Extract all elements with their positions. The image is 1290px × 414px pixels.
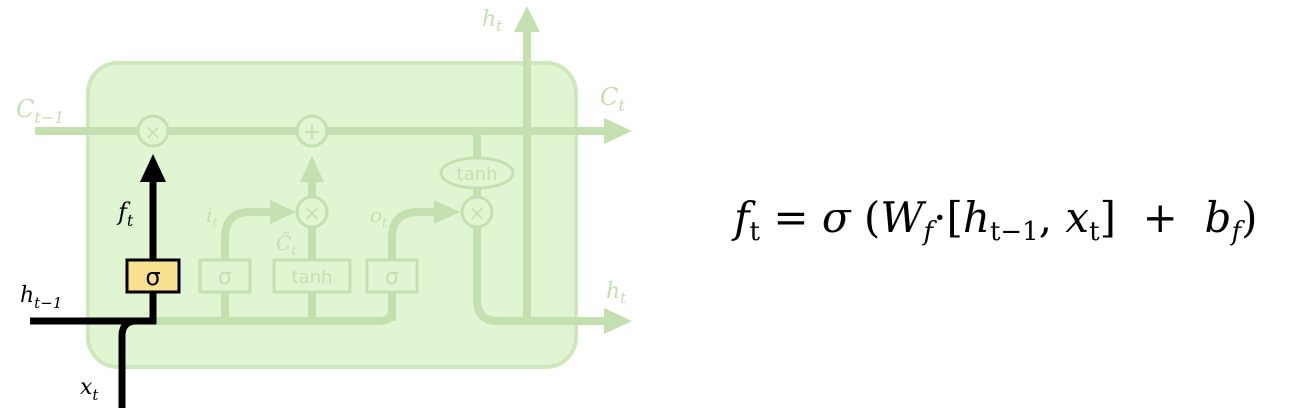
- eq-dot-bracket: ·[: [933, 193, 963, 242]
- o-gate-label: ot: [370, 203, 388, 231]
- eq-lhs-sub: t: [749, 217, 760, 247]
- output-hidden-path: [473, 226, 606, 325]
- forget-gate-layer-label: σ: [145, 263, 160, 291]
- eq-plus: +: [1115, 193, 1205, 242]
- pointwise-ops: × + × × tanh: [136, 114, 515, 229]
- output-gate-arrowhead: [434, 200, 460, 224]
- input-gate-layer: [198, 258, 252, 294]
- eq-bias: b: [1204, 193, 1232, 242]
- eq-lhs: f: [734, 193, 750, 242]
- add-op: [295, 114, 329, 148]
- eq-sigma: σ: [821, 193, 851, 242]
- forget-multiply-op: [136, 114, 170, 148]
- h-prev-label: ht−1: [20, 283, 62, 312]
- c-next-label: Ct: [600, 83, 625, 115]
- tanh-op-label: tanh: [457, 164, 498, 185]
- input-gate-path: [221, 208, 278, 321]
- eq-weight: W: [880, 193, 924, 242]
- eq-x: x: [1065, 193, 1090, 242]
- neural-layers: σ tanh σ: [198, 258, 419, 294]
- forget-gate-path: [30, 180, 157, 408]
- h-top-label: ht: [482, 7, 503, 35]
- cell-state-arrowhead: [604, 118, 632, 144]
- hidden-up-arrowhead: [514, 6, 540, 32]
- input-gate-arrowhead: [270, 200, 296, 224]
- eq-h-sub: t−1: [989, 217, 1039, 247]
- c-tilde-label: C̃t: [276, 231, 297, 259]
- add-input-arrowhead: [300, 156, 324, 182]
- forget-arrowhead: [140, 154, 166, 182]
- input-gate-layer-label: σ: [218, 265, 232, 290]
- eq-x-sub: t: [1089, 217, 1100, 247]
- input-multiply-symbol: ×: [304, 201, 321, 225]
- hidden-right-arrowhead: [604, 308, 632, 334]
- output-multiply-op: [460, 195, 494, 229]
- x-input-label: xt: [80, 375, 99, 404]
- forget-gate-layer: [125, 258, 181, 294]
- add-symbol: +: [303, 120, 321, 145]
- input-multiply-op: [295, 195, 329, 229]
- c-prev-label: Ct−1: [16, 95, 64, 127]
- output-gate-path: [388, 208, 448, 321]
- eq-close-paren: ): [1241, 193, 1258, 242]
- output-gate-layer-label: σ: [385, 265, 399, 290]
- output-gate-layer: [365, 258, 419, 294]
- eq-h: h: [962, 193, 990, 242]
- eq-bias-sub: f: [1231, 217, 1242, 247]
- eq-open-paren: (: [850, 193, 881, 242]
- h-right-label: ht: [606, 279, 627, 307]
- forget-gate-equation: ft = σ (Wf·[ht−1, xt] + bf): [734, 188, 1286, 248]
- eq-weight-sub: f: [923, 217, 934, 247]
- faded-flow-lines: [35, 30, 608, 325]
- candidate-layer: [272, 258, 352, 294]
- candidate-layer-label: tanh: [292, 267, 333, 288]
- faded-arrowheads: [270, 6, 632, 334]
- eq-equals: =: [760, 193, 822, 242]
- i-gate-label: it: [206, 203, 218, 231]
- eq-comma: ,: [1038, 193, 1066, 242]
- output-multiply-symbol: ×: [469, 201, 486, 225]
- forget-multiply-symbol: ×: [145, 120, 162, 144]
- tanh-op: [439, 156, 515, 190]
- lstm-forget-gate-diagram: × + × × tanh σ tanh σ σ Ct−1 Ct ht ht it…: [16, 6, 632, 408]
- eq-close-bracket: ]: [1099, 193, 1116, 242]
